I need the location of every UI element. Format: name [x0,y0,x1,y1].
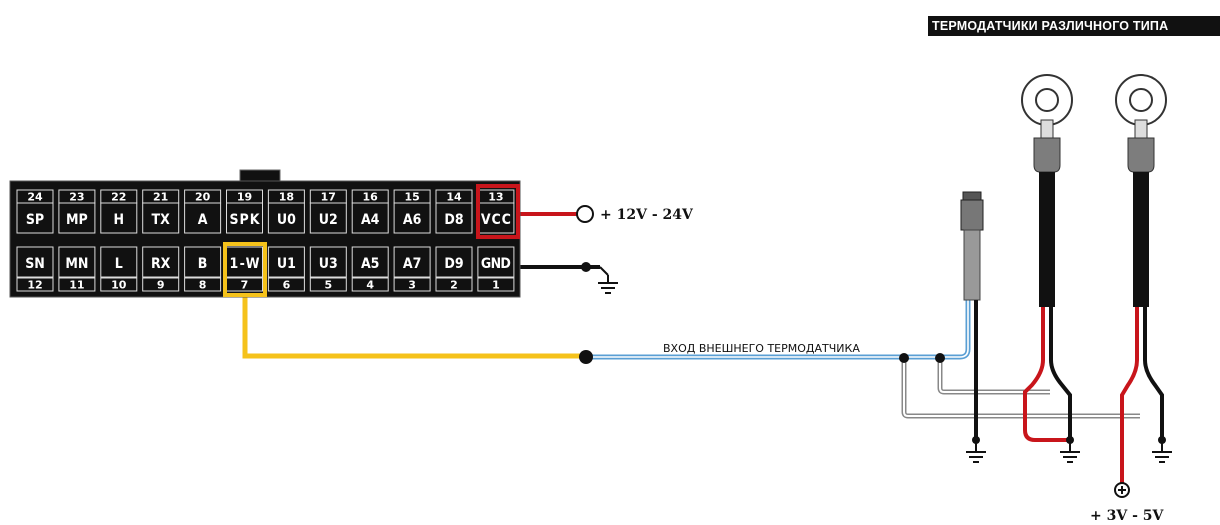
pin-number: 9 [157,279,165,292]
pin-number: 22 [111,191,126,204]
pin-number: 19 [237,191,252,204]
pin-label: B [198,256,208,272]
pin-5: 5 U3 [309,246,347,292]
pin-label: SP [26,212,44,228]
pin-label: U0 [277,212,296,228]
data-line [586,300,971,360]
pin-label: A [198,212,208,228]
pin-number: 23 [69,191,84,204]
junction-dot [935,353,945,363]
pin-11: 11 MN [58,246,96,292]
pin-label: D9 [444,256,463,272]
pin-number: 21 [153,191,168,204]
plus-terminal-icon [1114,482,1130,498]
power-label: + 12V - 24V [600,207,694,223]
pin-label: L [115,256,123,272]
pin-1: 1 GND [477,246,515,292]
one-wire-line [242,295,586,359]
ring-sensor-left [1021,74,1073,442]
pin-label: A6 [403,212,422,228]
pin-number: 8 [199,279,207,292]
pin-number: 16 [363,191,379,204]
pin-4: 4 A5 [351,246,389,292]
pin-label: SN [25,256,45,272]
pin-number: 13 [488,191,503,204]
pin-2: 2 D9 [435,246,473,292]
sensor-power-label: + 3V - 5V [1090,508,1165,524]
one-wire-junction [579,350,593,364]
pin-8: 8B [184,246,222,292]
pin-label: GND [481,256,511,272]
pin-label: A4 [361,212,380,228]
pin-label: MN [65,256,88,272]
vcc-highlight [476,184,520,239]
pin-label: VCC [481,212,511,228]
pin-number: 15 [404,191,419,204]
pin-label: U1 [277,256,296,272]
junction-dot [899,353,909,363]
pin-3: 3 A7 [393,246,431,292]
pin-label: U3 [319,256,338,272]
pin-number: 11 [69,279,84,292]
one-wire-highlight [223,242,267,297]
pin-number: 18 [279,191,294,204]
sensor-signal-lines [901,358,1140,419]
pin-12: 12 SN [16,246,54,292]
pin-20: 20A [184,189,222,234]
pin-number: 24 [27,191,43,204]
ground-icon [581,262,618,294]
ground-icon [1152,436,1172,463]
pin-label: TX [152,212,171,228]
pin-number: 6 [283,279,291,292]
pin-number: 3 [408,279,416,292]
power-terminal-icon [576,205,594,223]
pin-number: 1 [492,279,500,292]
pin-number: 12 [27,279,42,292]
pin-number: 17 [321,191,336,204]
pin-10: 10 L [100,246,138,292]
pin-number: 7 [241,279,249,292]
pin-label: A5 [361,256,380,272]
pin-label: H [114,212,125,228]
pin-number: 20 [195,191,211,204]
pin-label: D8 [444,212,463,228]
pin-number: 10 [111,279,127,292]
ground-icon [1060,436,1080,463]
pin-label: A7 [403,256,422,272]
pin-22: 22H [100,189,138,234]
pin-label: SPK [230,212,261,228]
pin-label: RX [151,256,171,272]
connector-top-row: 24SP23MP22H21TX20A19SPK18U017U216A415A61… [16,189,515,234]
pin-number: 5 [324,279,332,292]
pin-number: 2 [450,279,458,292]
pin-number: 14 [446,191,462,204]
probe-sensor [960,191,984,440]
diagram-title: ТЕРМОДАТЧИКИ РАЗЛИЧНОГО ТИПА [928,16,1220,36]
ground-icon [966,436,986,463]
pin-number: 4 [366,279,374,292]
pin-6: 6 U1 [267,246,305,292]
connector-block: 24SP23MP22H21TX20A19SPK18U017U216A415A61… [9,169,521,298]
pin-label: U2 [319,212,338,228]
pin-9: 9 RX [142,246,180,292]
pin-label: MP [66,212,88,228]
sensor-input-label: ВХОД ВНЕШНЕГО ТЕРМОДАТЧИКА [663,342,860,355]
ring-sensor-right [1115,74,1167,484]
